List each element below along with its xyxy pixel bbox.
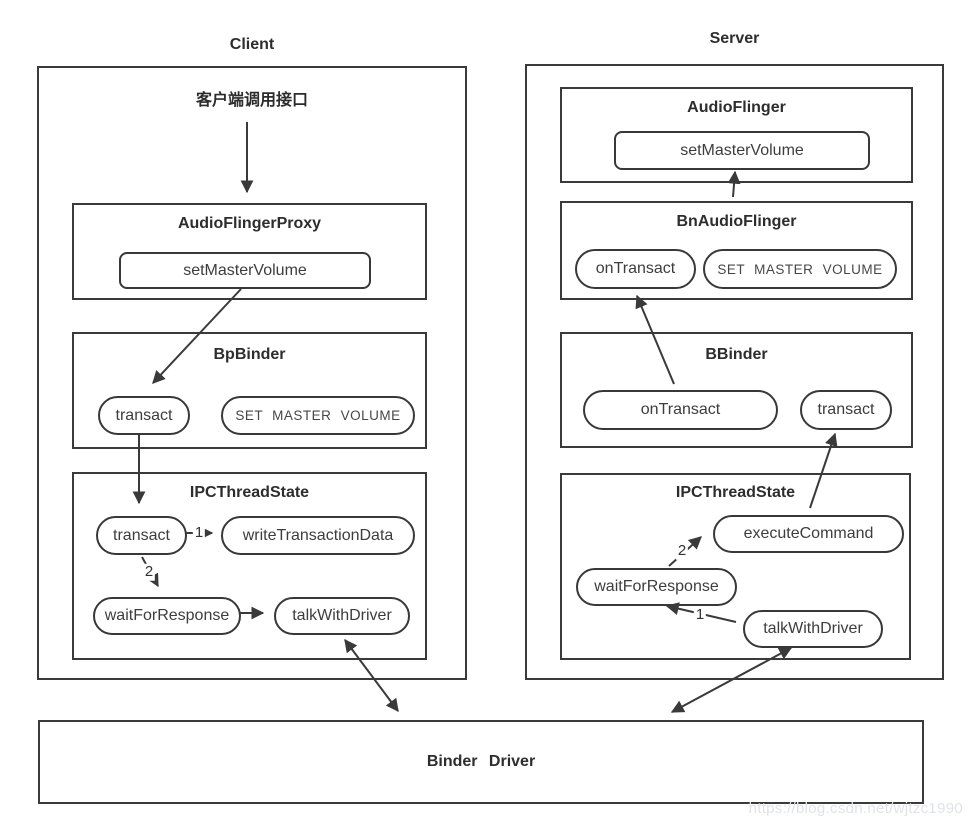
client-entry-label: 客户端调用接口 (195, 92, 308, 109)
bp-binder-set-master-volume-cmd-node: SET MASTER VOLUME (221, 396, 415, 435)
bn-audio-flinger-title: BnAudioFlinger (676, 213, 797, 230)
client-talk-with-driver-node: talkWithDriver (274, 597, 410, 635)
server-ipc-thread-state-title: IPCThreadState (675, 484, 796, 501)
client-wait-for-response-node: waitForResponse (93, 597, 241, 635)
client-heading: Client (229, 36, 275, 53)
audio-flinger-proxy-box: AudioFlingerProxy setMasterVolume (72, 203, 427, 300)
bn-set-master-volume-cmd-node: SET MASTER VOLUME (703, 249, 897, 289)
audio-flinger-proxy-title: AudioFlingerProxy (177, 215, 322, 232)
client-ipc-thread-state-box: IPCThreadState transact writeTransaction… (72, 472, 427, 660)
client-ipc-transact-node: transact (96, 516, 187, 555)
binder-driver-title: Binder Driver (426, 753, 536, 770)
client-step-2-label: 2 (142, 562, 156, 581)
client-container-box: 客户端调用接口 AudioFlingerProxy setMasterVolum… (37, 66, 467, 680)
binder-driver-box: Binder Driver (38, 720, 924, 804)
execute-command-node: executeCommand (713, 515, 904, 553)
server-wait-for-response-node: waitForResponse (576, 568, 737, 606)
watermark-text: https://blog.csdn.net/wjtzc1990 (748, 800, 963, 817)
bp-binder-box: BpBinder transact SET MASTER VOLUME (72, 332, 427, 449)
server-talk-with-driver-node: talkWithDriver (743, 610, 883, 648)
server-step-2-label: 2 (675, 541, 689, 560)
bp-binder-title: BpBinder (213, 346, 286, 363)
audio-flinger-box: AudioFlinger setMasterVolume (560, 87, 913, 183)
write-transaction-data-node: writeTransactionData (221, 516, 415, 555)
client-set-master-volume-node: setMasterVolume (119, 252, 371, 289)
server-step-1-label: 1 (693, 605, 707, 624)
server-set-master-volume-node: setMasterVolume (614, 131, 870, 170)
b-binder-title: BBinder (705, 346, 768, 363)
client-step-1-label: 1 (192, 523, 206, 542)
server-container-box: AudioFlinger setMasterVolume BnAudioFlin… (525, 64, 944, 680)
server-heading: Server (709, 30, 760, 47)
b-binder-box: BBinder onTransact transact (560, 332, 913, 448)
bn-audio-flinger-box: BnAudioFlinger onTransact SET MASTER VOL… (560, 201, 913, 300)
server-ipc-thread-state-box: IPCThreadState executeCommand waitForRes… (560, 473, 911, 660)
audio-flinger-title: AudioFlinger (687, 99, 786, 116)
client-ipc-thread-state-title: IPCThreadState (189, 484, 310, 501)
b-binder-on-transact-node: onTransact (583, 390, 778, 430)
bp-binder-transact-node: transact (98, 396, 190, 435)
b-binder-transact-node: transact (800, 390, 892, 430)
bn-on-transact-node: onTransact (575, 249, 696, 289)
